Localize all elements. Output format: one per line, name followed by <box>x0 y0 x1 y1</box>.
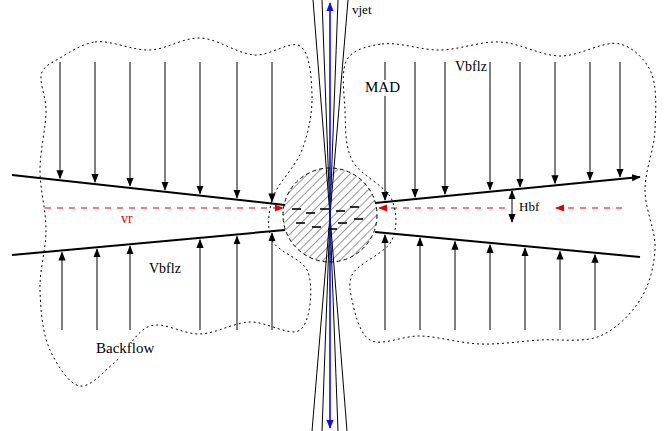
cloud-outline-path <box>40 38 312 386</box>
backflow-arrow <box>130 246 131 330</box>
backflow-arrow <box>237 62 238 198</box>
velocity-label: Vbflz <box>454 60 488 75</box>
cloud-outline <box>34 32 318 392</box>
backflow-arrow <box>445 62 446 194</box>
backflow-arrow <box>620 62 621 177</box>
hatched-circle <box>281 166 379 264</box>
backflow-arrow <box>272 62 273 202</box>
field-tick <box>292 208 301 210</box>
backflow-arrow <box>60 62 61 178</box>
disk-surface-line <box>375 232 640 257</box>
height-arrow <box>512 191 513 222</box>
backflow-arrow <box>490 245 491 330</box>
backflow-arrow <box>555 62 556 183</box>
backflow-arrow <box>560 251 561 330</box>
backflow-arrow <box>165 62 166 190</box>
disk-surface-line <box>12 175 285 205</box>
backflow-arrow <box>237 236 238 330</box>
field-tick <box>338 222 347 224</box>
backflow-arrow <box>200 240 201 330</box>
field-tick <box>350 206 359 208</box>
velocity-label: vr <box>120 212 134 227</box>
field-tick <box>336 210 345 212</box>
field-tick <box>320 208 329 210</box>
region-label: Backflow <box>95 341 155 357</box>
backflow-region: VbflzBackflow <box>34 32 318 392</box>
backflow-arrow <box>385 235 386 330</box>
backflow-arrow <box>200 62 201 194</box>
field-tick <box>312 226 321 228</box>
backflow-arrow <box>525 248 526 330</box>
disk-surface-line <box>12 230 285 255</box>
inflow-arrow <box>379 208 505 209</box>
inflow-arrow <box>556 208 622 209</box>
backflow-arrow <box>590 62 591 180</box>
backflow-arrow <box>97 249 98 330</box>
backflow-arrow <box>520 62 521 187</box>
backflow-arrow <box>595 255 596 330</box>
backflow-arrow <box>455 242 456 330</box>
circle-outline <box>283 168 377 262</box>
backflow-arrow <box>95 62 96 182</box>
backflow-arrow <box>415 62 416 197</box>
region-label: MAD <box>364 80 401 96</box>
field-tick <box>328 228 337 230</box>
inflow-arrow <box>45 208 283 209</box>
backflow-arrow <box>272 233 273 330</box>
field-tick <box>354 218 363 220</box>
backflow-arrow <box>130 62 131 186</box>
backflow-arrow <box>490 62 491 190</box>
disk-circle: MAD <box>281 166 379 264</box>
cloud-outline-path <box>343 42 655 344</box>
backflow-arrow <box>62 252 63 330</box>
field-tick <box>306 212 315 214</box>
field-tick <box>296 222 305 224</box>
velocity-label: Hbf <box>518 200 540 214</box>
backflow-arrow <box>420 238 421 330</box>
velocity-label: Vbflz <box>148 262 182 277</box>
velocity-label: vjet <box>351 3 373 17</box>
